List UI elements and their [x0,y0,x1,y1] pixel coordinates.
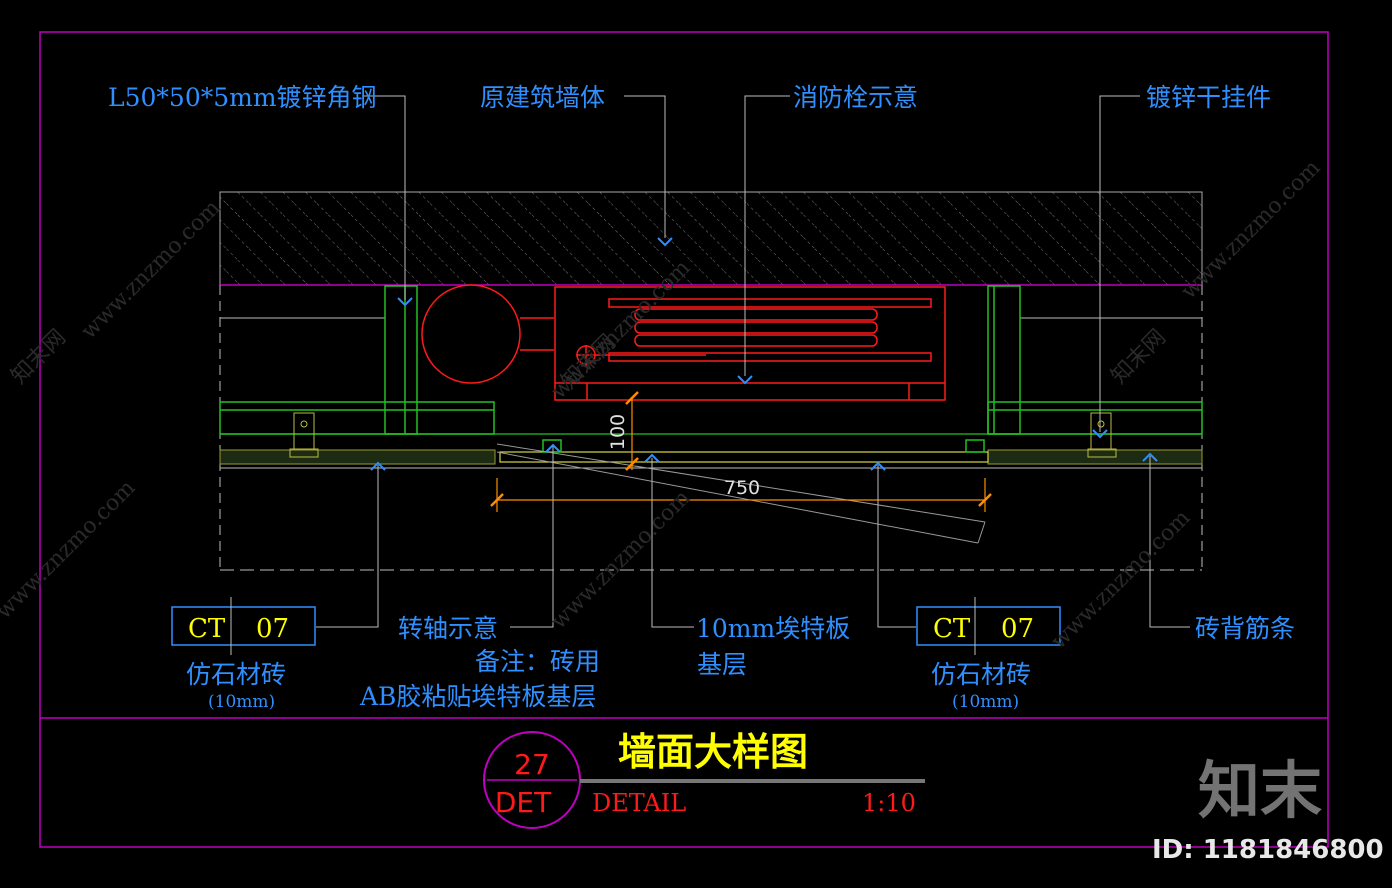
title-block: 27 DET 墙面大样图 DETAIL 1:10 [483,730,925,829]
leader-arrows [370,237,1158,471]
label-pivot: 转轴示意 [398,614,498,643]
leader-lines [316,95,1190,628]
label-angle-steel: L50*50*5mm镀锌角钢 [108,83,377,112]
label-ett-base: 10mm埃特板 [696,614,850,643]
detail-number: 27 [514,748,550,781]
hanger-clip-left [289,412,319,458]
drawing-frame [39,31,1329,848]
pivot-block-right [965,439,985,453]
tile-layers [219,433,1203,465]
tag-thickness: (10mm) [208,692,275,712]
label-brick-rib: 砖背筋条 [1195,614,1295,643]
label-ett-base-2: 基层 [697,650,747,679]
svg-text:知末网: 知末网 [1107,325,1171,389]
svg-text:www.znzmo.com: www.znzmo.com [547,485,696,634]
tag-code: CT [188,614,226,644]
original-wall-section [219,191,1203,286]
watermark-brand: 知末 [1198,754,1322,827]
tag-thickness: (10mm) [952,692,1019,712]
label-original-wall: 原建筑墙体 [480,83,605,112]
drawing-title: 墙面大样图 [618,730,808,774]
svg-text:www.znzmo.com: www.znzmo.com [1047,505,1196,654]
detail-sheet: DET [495,786,552,819]
angle-steel-left [219,285,495,435]
note-line-2: AB胶粘贴埃特板基层 [359,682,596,711]
label-hydrant: 消防栓示意 [793,83,918,112]
section-outline [219,285,1203,571]
dimension-width: 750 [724,477,760,499]
angle-steel-right [987,285,1203,435]
svg-text:www.znzmo.com: www.znzmo.com [0,475,140,624]
svg-text:知末网: 知末网 [557,330,621,394]
label-hanger: 镀锌干挂件 [1146,83,1271,112]
svg-text:知末网: 知末网 [7,325,71,389]
drawing-scale: 1:10 [862,789,916,817]
dimension-height: 100 [607,414,629,450]
tag-number: 07 [256,614,289,644]
note-line-1: 备注：砖用 [475,647,600,676]
material-tag-right: CT 07 仿石材砖 (10mm) [916,597,1061,712]
fire-hydrant [421,284,946,401]
svg-text:www.znzmo.com: www.znzmo.com [77,195,226,344]
material-tag-left: CT 07 仿石材砖 (10mm) [171,597,316,712]
dimension-lines [490,391,992,512]
hanger-clip-right [1087,412,1117,458]
tag-number: 07 [1001,614,1034,644]
detail-subtitle: DETAIL [592,789,686,817]
pivot-block-left [542,439,562,453]
tag-code: CT [933,614,971,644]
door-swing [496,443,986,544]
tag-material: 仿石材砖 [931,660,1031,689]
watermark-id: ID: 1181846800 [1152,835,1384,865]
tag-material: 仿石材砖 [186,660,286,689]
